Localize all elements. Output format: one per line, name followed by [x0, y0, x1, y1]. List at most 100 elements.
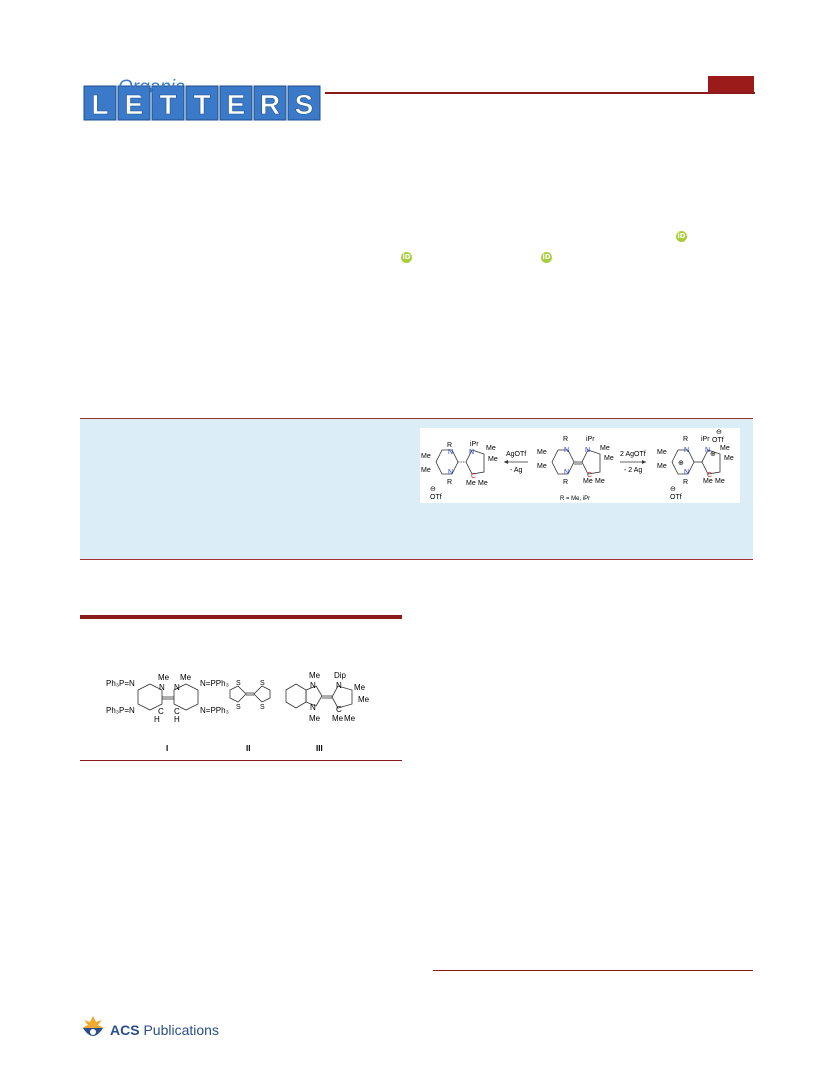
atom-label: N [705, 447, 710, 454]
atom-label: N [448, 469, 453, 476]
substituent-label: Me [657, 463, 667, 470]
substituent-label: R [563, 436, 568, 443]
charge-label: ⊕ [678, 460, 684, 467]
structure-center: R Me Me R iPr Me Me Me Me N N N C R = Me… [537, 436, 614, 502]
figure-bottom-rule [80, 760, 402, 761]
substituent-label: Me [309, 672, 321, 680]
atom-label: N [159, 683, 165, 692]
substituent-label: H [174, 715, 180, 724]
compound-label: I [166, 744, 168, 753]
arrow-left: AgOTf - Ag [504, 451, 528, 474]
atom-label: N [684, 469, 689, 476]
logo-letter-tile [117, 85, 151, 121]
atom-label: N [310, 703, 316, 712]
substituent-label: Me [486, 445, 496, 452]
substituent-label: H [154, 715, 160, 724]
substituent-label: Me [421, 453, 431, 460]
logo-letter: S [295, 89, 314, 120]
substituent-label: R [683, 479, 688, 486]
substituent-label: Me [724, 455, 734, 462]
anion-label: OTf [712, 437, 724, 444]
atom-label: S [236, 680, 241, 687]
footnote-rule [433, 970, 753, 971]
structure-right: R Me Me R iPr Me Me Me Me N N N C ⊕ ⊕ ⊖ … [657, 429, 734, 501]
charge-label: ⊕ [710, 451, 716, 458]
compound-i: Ph₃P=N Me Me N=PPh₃ Ph₃P=N N=PPh₃ H H N … [106, 673, 229, 753]
orcid-icon[interactable]: iD [541, 252, 552, 263]
reagent-label: 2 AgOTf [620, 451, 646, 458]
substituent-label: Ph₃P=N [106, 679, 135, 688]
atom-label: S [236, 704, 241, 711]
logo-letter: T [193, 89, 210, 120]
toc-graphic: R Me Me R iPr Me Me Me Me N N N C ⊖ OTf … [420, 428, 740, 503]
substituent-label: Me [595, 478, 605, 485]
charge-label: ⊖ [716, 429, 722, 436]
substituent-label: Me [604, 455, 614, 462]
logo-letter-tile [83, 85, 117, 121]
logo-letter: E [227, 89, 246, 120]
substituent-label: Me [332, 714, 344, 723]
atom-label: S [260, 704, 265, 711]
compound-iii: Me Dip Me Me Me Me Me N N N C III [285, 671, 370, 753]
substituent-label: iPr [586, 436, 595, 443]
substituent-label: Me [466, 480, 476, 487]
logo-letter: T [159, 89, 176, 120]
figure-top-rule [80, 615, 402, 619]
logo-letter-tile [219, 85, 253, 121]
substituent-label: Me [478, 480, 488, 487]
compound-ii: S S S S II [229, 680, 271, 753]
orcid-icon[interactable]: iD [676, 231, 687, 242]
substituent-label: R [447, 479, 452, 486]
figure-1-structures: Ph₃P=N Me Me N=PPh₃ Ph₃P=N N=PPh₃ H H N … [106, 671, 370, 753]
atom-label: N [174, 683, 180, 692]
substituent-label: Me [537, 463, 547, 470]
substituent-label: R [683, 436, 688, 443]
charge-label: ⊖ [670, 486, 676, 493]
substituent-label: Me [309, 714, 321, 723]
atom-label: N [469, 449, 474, 456]
letter-badge [708, 76, 754, 92]
substituent-label: Me [583, 478, 593, 485]
substituent-label: Me [537, 449, 547, 456]
substituent-label: iPr [701, 436, 710, 443]
substituent-label: Me [158, 673, 170, 682]
acs-logo [80, 1014, 106, 1047]
reagent-label: AgOTf [506, 451, 526, 458]
atom-label: N [310, 681, 316, 690]
atom-label: C [707, 472, 712, 479]
toc-scheme: R Me Me R iPr Me Me Me Me N N N C ⊖ OTf … [421, 429, 734, 502]
acs-seal-icon [82, 1016, 104, 1036]
anion-label: OTf [670, 494, 682, 501]
substituent-label: Me [715, 478, 725, 485]
compound-label: III [316, 744, 323, 753]
acs-publications-wordmark: ACS Publications [110, 1022, 219, 1038]
logo-letter: L [91, 89, 108, 120]
logo-letter: E [125, 89, 144, 120]
substituent-label: N=PPh₃ [200, 706, 229, 715]
anion-label: OTf [430, 494, 442, 501]
figure-1: Ph₃P=N Me Me N=PPh₃ Ph₃P=N N=PPh₃ H H N … [100, 671, 390, 758]
logo-letter: R [260, 89, 280, 120]
atom-label: S [260, 680, 265, 687]
structure-left: R Me Me R iPr Me Me Me Me N N N C ⊖ OTf [421, 441, 498, 501]
substituent-label: Me [358, 695, 370, 704]
atom-label: N [448, 449, 453, 456]
substituent-label: Me [703, 478, 713, 485]
header-rule [325, 92, 755, 94]
atom-label: N [564, 447, 569, 454]
atom-label: N [684, 447, 689, 454]
substituent-label: Me [354, 683, 366, 692]
atom-label: C [174, 707, 180, 716]
atom-label: C [471, 473, 476, 480]
orcid-icon[interactable]: iD [401, 252, 412, 263]
substituent-label: Me [720, 445, 730, 452]
substituent-label: Me [180, 673, 192, 682]
substituent-label: R [447, 442, 452, 449]
substituent-label: Me [600, 445, 610, 452]
substituent-label: R [563, 479, 568, 486]
substituent-label: Me [488, 456, 498, 463]
substituent-label: Me [344, 714, 356, 723]
compound-label: II [246, 744, 250, 753]
